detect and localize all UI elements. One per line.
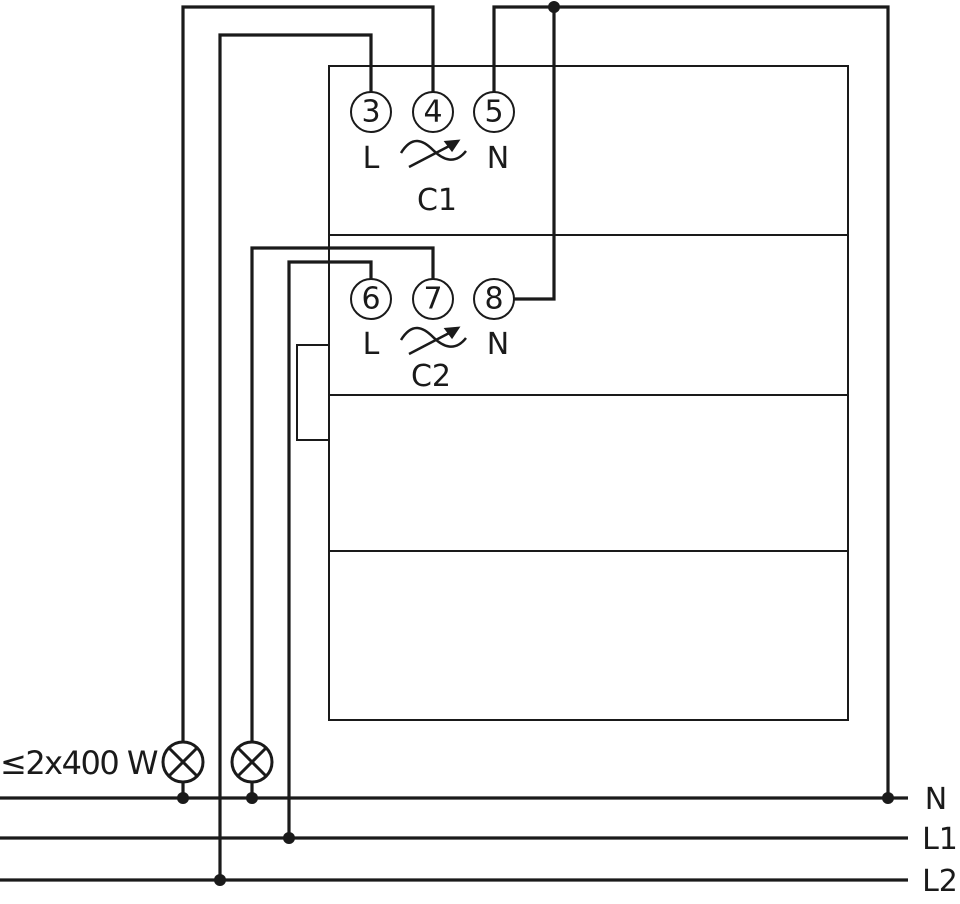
terminal-5-number: 5 [484,95,503,130]
terminal-4-number: 4 [423,95,442,130]
side-tab [296,344,330,441]
dimmer-symbol-icon [399,139,467,169]
junction-dot [214,874,226,886]
terminal-7 [412,278,454,320]
neutral-bus-label: N [925,782,947,817]
terminal-7-number: 7 [423,282,442,317]
wire-neutral-to-terminal-8 [513,7,556,301]
load-rating-label: ≤2x400 W [0,744,158,782]
junction-dot [882,792,894,804]
terminal-5 [473,91,515,133]
channel-name: C2 [411,359,451,394]
terminal-3-number: 3 [361,95,380,130]
wire-terminal-5-to-neutral [492,5,890,798]
neutral-label: N [487,141,509,176]
junction-dot [246,792,258,804]
wire-lamp1-to-terminal-4 [181,5,435,742]
junction-dots [177,1,894,886]
lamp-icon [161,740,205,784]
line-label: L [363,327,380,362]
terminal-6-number: 6 [361,282,380,317]
l1-bus-label: L1 [922,822,958,857]
terminal-4 [412,91,454,133]
terminal-6 [350,278,392,320]
wire-l2-to-terminal-3 [218,33,373,880]
dimmer-symbol-icon [399,326,467,356]
line-label: L [363,141,380,176]
neutral-label: N [487,327,509,362]
lamp-icon [230,740,274,784]
channel-name: C1 [417,183,457,218]
terminal-8-number: 8 [484,282,503,317]
junction-dot [177,792,189,804]
wire-terminal-7-to-lamp2 [250,246,435,742]
device-housing [328,65,849,721]
l2-bus-label: L2 [922,864,958,899]
terminal-3 [350,91,392,133]
terminal-8 [473,278,515,320]
channel-2: 6 7 8 L N C2 [350,278,515,394]
junction-dot [283,832,295,844]
wire-terminal-6-to-l1 [287,260,373,838]
channel-1: 3 4 5 L N C1 [350,91,515,218]
junction-dot [548,1,560,13]
